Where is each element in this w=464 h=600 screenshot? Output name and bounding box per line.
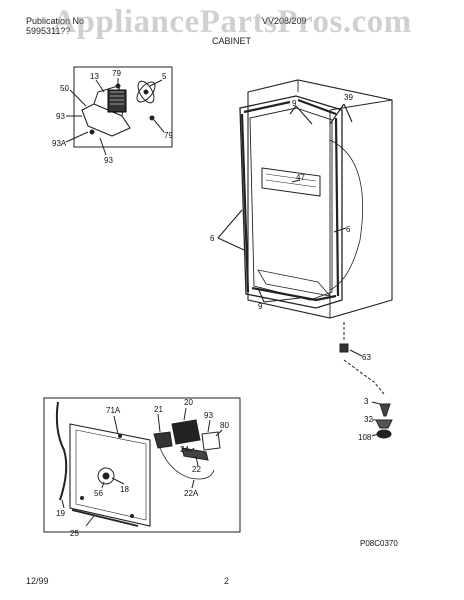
callout-93c: 93 <box>204 411 213 420</box>
diagram-code: P08C0370 <box>360 539 398 548</box>
callout-21: 21 <box>154 405 163 414</box>
fan-inset <box>65 66 173 156</box>
callout-56: 56 <box>94 489 103 498</box>
callout-71a: 71A <box>106 406 121 415</box>
callout-20: 20 <box>184 398 193 407</box>
callout-9-bottom: 9 <box>258 302 263 311</box>
callout-13: 13 <box>90 72 99 81</box>
callout-19: 19 <box>56 509 65 518</box>
fan-blade-icon <box>136 80 156 104</box>
callout-9-top: 9 <box>292 99 297 108</box>
callout-93a: 93A <box>52 139 67 148</box>
callout-5: 5 <box>162 72 167 81</box>
callout-6-right: 6 <box>346 225 351 234</box>
callout-32: 32 <box>364 415 373 424</box>
callout-39: 39 <box>344 93 353 102</box>
callout-79: 79 <box>112 69 121 78</box>
callout-18: 18 <box>120 485 129 494</box>
callout-80: 80 <box>220 421 229 430</box>
callout-63: 63 <box>362 353 371 362</box>
control-inset <box>43 397 241 533</box>
callout-25: 25 <box>70 529 79 538</box>
callout-50: 50 <box>60 84 69 93</box>
callout-24: 24 <box>180 445 189 454</box>
footer-date: 12/99 <box>26 576 49 586</box>
section-title: CABINET <box>212 36 252 46</box>
publication-label: Publication No <box>26 16 85 26</box>
callout-22a: 22A <box>184 489 199 498</box>
footer-page-number: 2 <box>224 576 230 586</box>
publication-number: 5995311?? <box>26 26 71 36</box>
callout-93: 93 <box>56 112 65 121</box>
callout-3: 3 <box>364 397 369 406</box>
callout-22: 22 <box>192 465 201 474</box>
callout-108: 108 <box>358 433 372 442</box>
callout-47: 47 <box>296 173 305 182</box>
callout-6-left: 6 <box>210 234 215 243</box>
model-number: VV208/209 <box>262 16 307 26</box>
leveling-leg <box>339 322 393 439</box>
cabinet-body <box>217 79 393 319</box>
callout-79b: 79 <box>164 131 173 140</box>
callout-93b: 93 <box>104 156 113 165</box>
